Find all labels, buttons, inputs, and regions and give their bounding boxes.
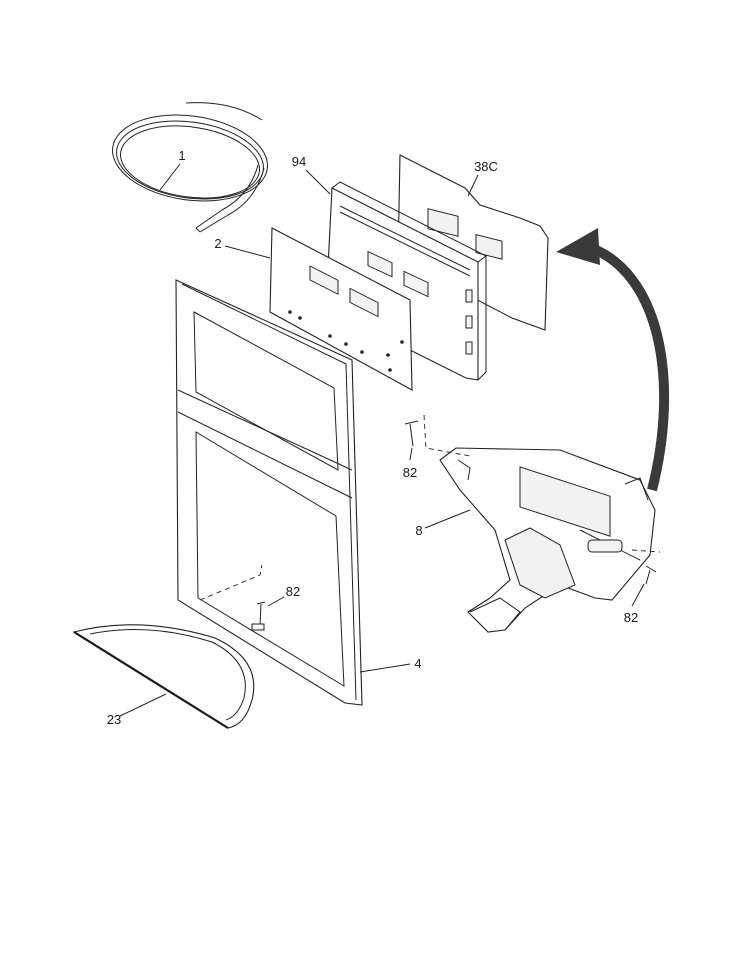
callout-2: 2 — [214, 236, 221, 251]
screw-right — [631, 549, 661, 585]
callout-82-right: 82 — [624, 610, 638, 625]
membrane-overlay — [269, 227, 413, 391]
dispenser-frame — [175, 279, 363, 706]
callout-23: 23 — [107, 712, 121, 727]
callout-82-center: 82 — [286, 584, 300, 599]
callout-4: 4 — [414, 656, 421, 671]
callout-1: 1 — [178, 148, 185, 163]
screw-center — [199, 564, 266, 631]
dispenser-housing — [439, 447, 656, 633]
callout-94: 94 — [292, 154, 306, 169]
tubing-coil — [112, 102, 268, 233]
leader-lines — [119, 163, 645, 717]
drip-tray — [72, 624, 255, 729]
callout-82-top: 82 — [403, 465, 417, 480]
callout-8: 8 — [415, 523, 422, 538]
relocation-arrow-icon — [556, 228, 670, 492]
screw-top — [404, 414, 471, 457]
callout-38c: 38C — [474, 159, 498, 174]
